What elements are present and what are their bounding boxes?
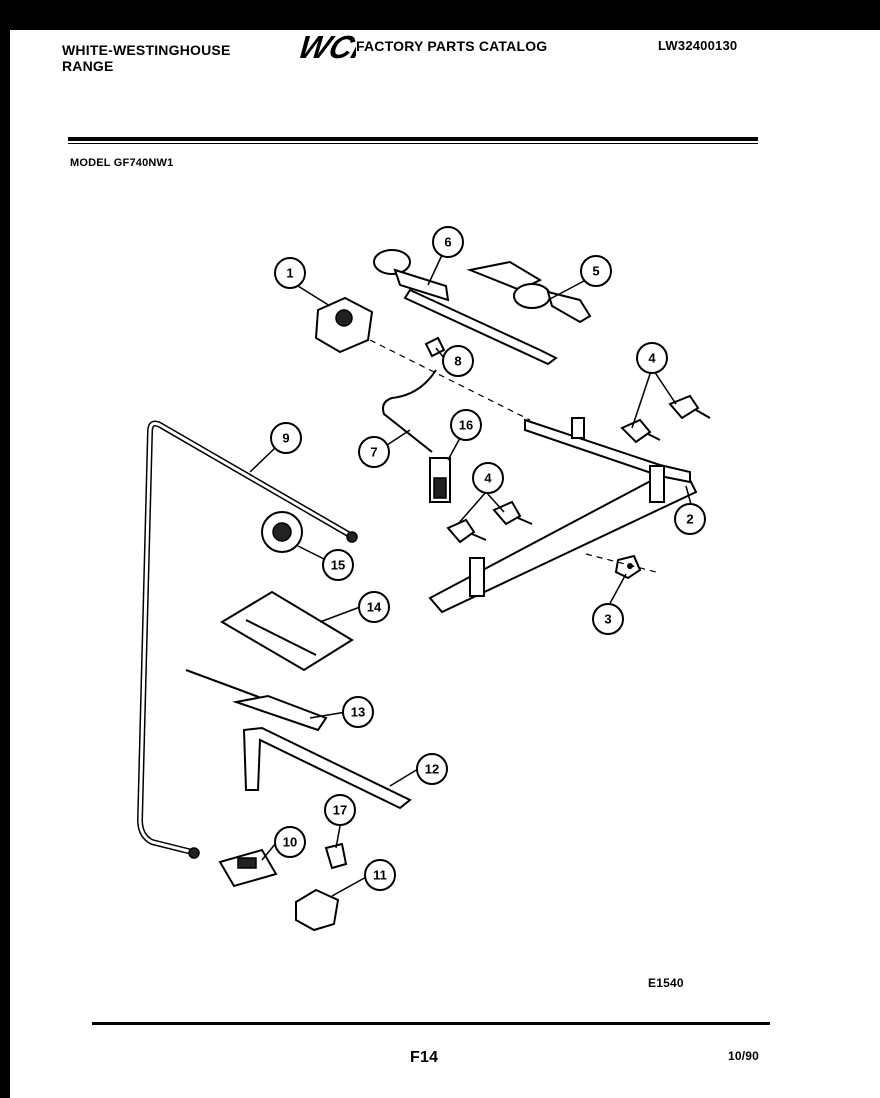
callout-15: 15 <box>322 549 354 581</box>
callout-10: 10 <box>274 826 306 858</box>
svg-text:7: 7 <box>370 445 377 460</box>
leader-lines <box>249 254 693 897</box>
svg-text:9: 9 <box>282 431 289 446</box>
wci-logo: WCI <box>294 29 356 64</box>
page-number: F14 <box>410 1049 439 1066</box>
part-10-bracket <box>218 848 278 888</box>
callout-3: 3 <box>592 603 624 635</box>
callout-8: 8 <box>442 345 474 377</box>
part-6-front-burner <box>373 249 558 366</box>
part-1-regulator <box>314 296 374 354</box>
part-9-tube <box>136 420 358 859</box>
header-rule-thick <box>68 137 758 141</box>
svg-text:15: 15 <box>331 558 345 573</box>
callout-2: 2 <box>674 503 706 535</box>
svg-text:16: 16 <box>459 418 473 433</box>
svg-text:5: 5 <box>592 264 599 279</box>
part-13-oven-burner <box>185 669 328 732</box>
svg-text:8: 8 <box>454 354 461 369</box>
svg-text:14: 14 <box>367 600 382 615</box>
catalog-sheet <box>10 30 880 1098</box>
brand-block: WHITE-WESTINGHOUSE RANGE <box>62 42 262 74</box>
part-16-igniter-module <box>429 457 451 503</box>
model-number: MODEL GF740NW1 <box>70 157 174 169</box>
brand-name: WHITE-WESTINGHOUSE <box>62 42 231 58</box>
part-3-valve-clip <box>614 554 642 580</box>
callout-13: 13 <box>342 696 374 728</box>
svg-text:4: 4 <box>484 471 492 486</box>
part-7-tubing <box>382 369 437 453</box>
logo-text: WCI <box>294 29 356 64</box>
callout-16: 16 <box>450 409 482 441</box>
header-rule-thin <box>68 143 758 144</box>
product-type: RANGE <box>62 58 114 74</box>
svg-text:4: 4 <box>648 351 656 366</box>
callout-4-upper: 4 <box>636 342 668 374</box>
svg-text:2: 2 <box>686 512 693 527</box>
catalog-date: 10/90 <box>728 1049 760 1063</box>
catalog-title: FACTORY PARTS CATALOG <box>356 38 548 54</box>
callout-12: 12 <box>416 753 448 785</box>
footer-rule <box>92 1022 770 1025</box>
svg-text:11: 11 <box>373 868 387 883</box>
svg-text:13: 13 <box>351 705 365 720</box>
svg-text:3: 3 <box>604 612 611 627</box>
part-12-broiler-burner <box>242 726 412 810</box>
svg-text:12: 12 <box>425 762 439 777</box>
callout-9: 9 <box>270 422 302 454</box>
part-2-manifold <box>428 417 698 614</box>
svg-text:6: 6 <box>444 235 451 250</box>
callout-5: 5 <box>580 255 612 287</box>
part-15-cap <box>261 511 303 553</box>
alignment-line-lower <box>585 553 657 573</box>
part-14-baffle <box>220 590 354 672</box>
part-5-rear-burner <box>466 260 592 324</box>
callout-4-lower: 4 <box>472 462 504 494</box>
svg-text:17: 17 <box>333 803 347 818</box>
diagram-code: E1540 <box>648 976 684 990</box>
part-8-fitting <box>424 336 446 358</box>
svg-text:10: 10 <box>283 835 297 850</box>
callout-1: 1 <box>274 257 306 289</box>
alignment-line-upper <box>369 339 531 421</box>
callout-6: 6 <box>432 226 464 258</box>
callout-17: 17 <box>324 794 356 826</box>
catalog-number: LW32400130 <box>658 38 738 53</box>
callout-14: 14 <box>358 591 390 623</box>
callout-7: 7 <box>358 436 390 468</box>
svg-text:1: 1 <box>286 266 293 281</box>
callout-11: 11 <box>364 859 396 891</box>
part-11-bracket <box>295 888 340 932</box>
